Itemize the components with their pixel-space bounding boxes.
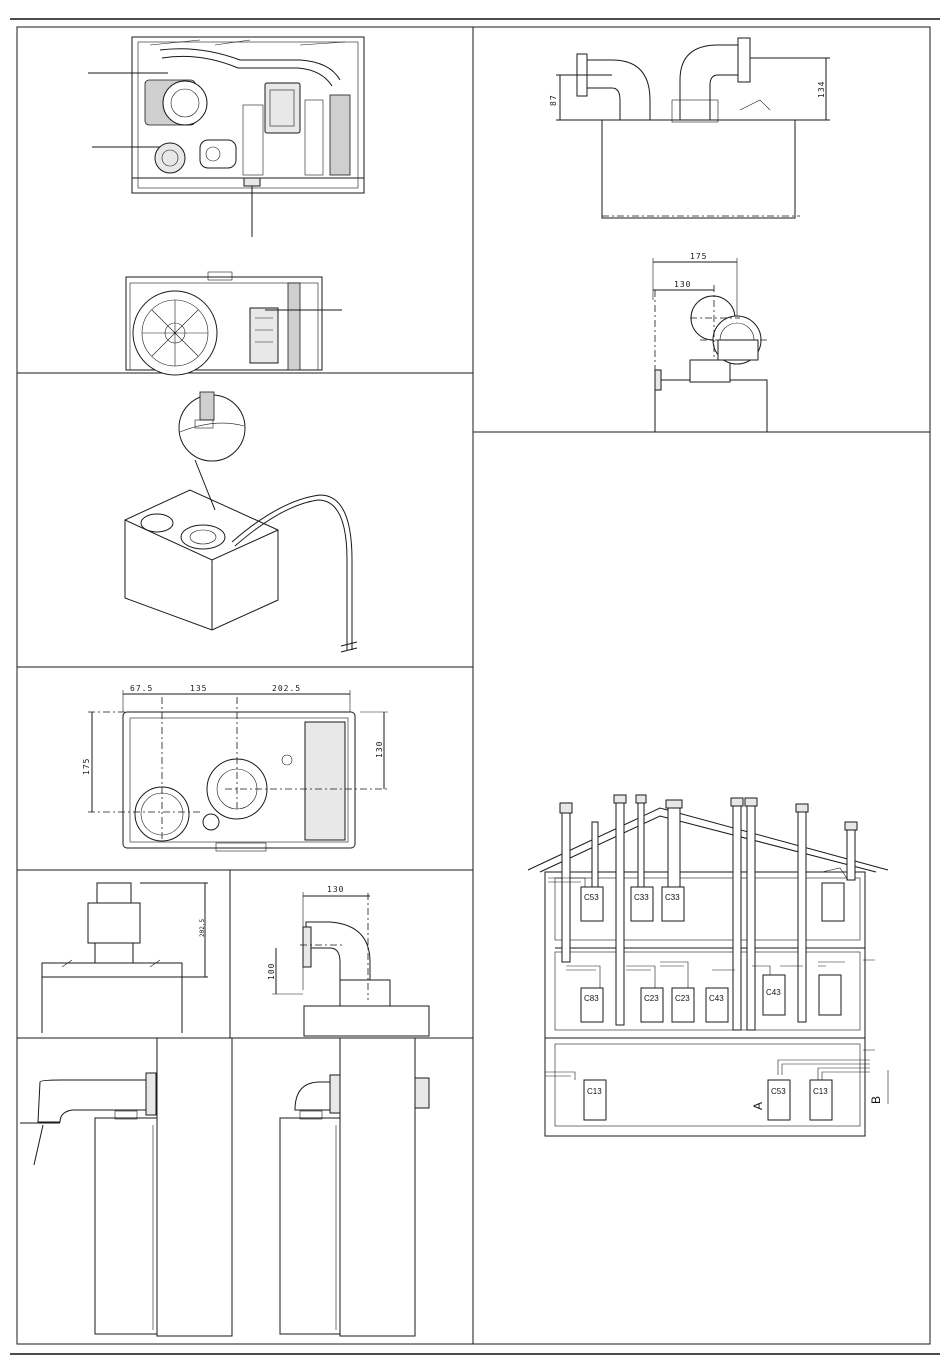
twin-elbows-side-view [653,258,770,432]
dim-plan-a: 67.5 [130,684,153,693]
dim-small-a: 202.5 [199,919,206,937]
wall-installation-left [20,1038,232,1336]
vertical-flue-drawing [42,883,208,1033]
label-floor-1: C83 [584,994,599,1003]
boiler-top-hose-drawing [125,392,357,652]
label-ground-3: C13 [813,1087,828,1096]
label-floor-2: C23 [644,994,659,1003]
dim-top-right-b: 134 [817,81,826,98]
label-floor-3: C23 [675,994,690,1003]
wall-installation-right [280,1038,429,1336]
dim-mid-right-b: 130 [674,280,691,289]
label-attic-2: C33 [634,893,649,902]
label-floor-4: C43 [709,994,724,1003]
building-flue-types-diagram [528,795,888,1136]
side-elbow-flue-drawing [272,892,429,1036]
dim-mid-right-a: 175 [690,252,707,261]
label-marker-b: B [869,1096,883,1104]
boiler-plan-view [88,690,388,851]
dim-plan-b: 135 [190,684,207,693]
label-ground-1: C13 [587,1087,602,1096]
fan-assembly-drawing [126,272,342,375]
dim-top-right-a: 87 [549,94,558,106]
dim-plan-d: 175 [82,758,91,775]
label-floor-5: C43 [766,988,781,997]
label-marker-a: A [751,1102,765,1110]
label-attic-1: C53 [584,893,599,902]
label-ground-2: C53 [771,1087,786,1096]
dim-side-a: 130 [327,885,344,894]
label-attic-3: C33 [665,893,680,902]
dim-plan-e: 130 [375,741,384,758]
boiler-internals-drawing [88,37,364,237]
dim-plan-c: 202.5 [272,684,301,693]
dim-side-b: 100 [267,963,276,980]
twin-elbows-front-view [556,38,830,218]
